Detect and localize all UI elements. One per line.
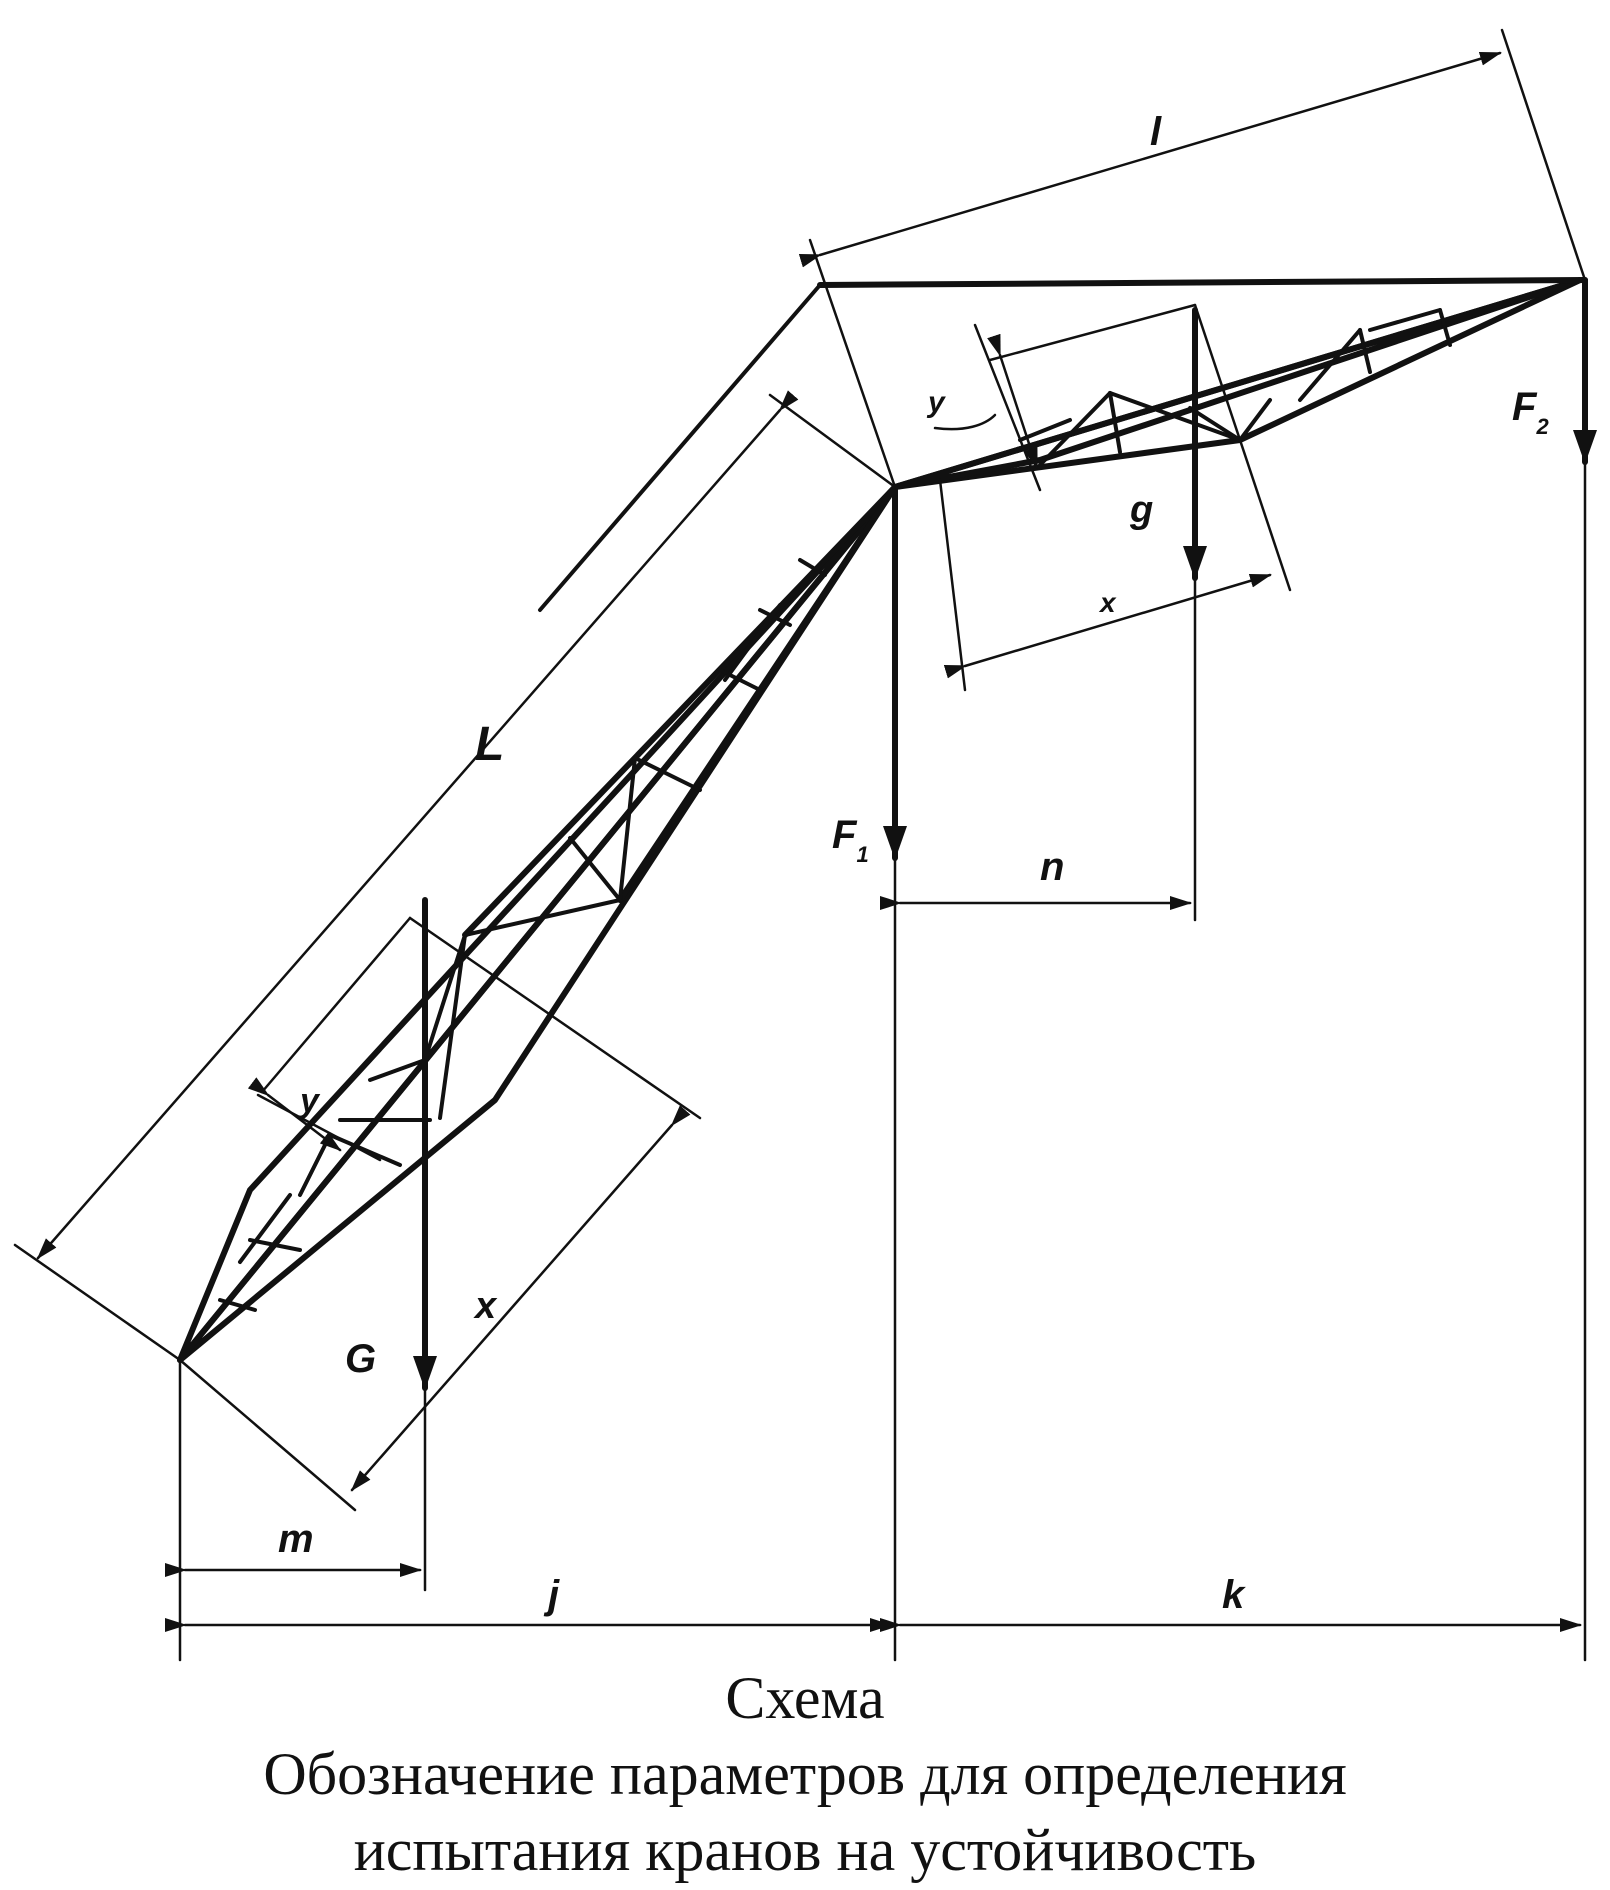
caption-title: Схема: [725, 1665, 885, 1731]
label-j: j: [543, 1573, 560, 1617]
jib: [892, 277, 1583, 490]
label-x-boom: x: [473, 1285, 498, 1327]
label-g: g: [1129, 489, 1153, 531]
label-F1-main: F: [832, 813, 858, 857]
label-k: k: [1222, 1573, 1246, 1617]
dimension-L: [13, 390, 897, 1362]
label-y-jib: y: [926, 386, 946, 419]
caption-line-2: Обозначение параметров для определения: [263, 1741, 1347, 1807]
label-G: G: [345, 1337, 376, 1381]
main-boom: [177, 484, 898, 1363]
label-x-jib: x: [1098, 587, 1117, 618]
label-y-boom: y: [298, 1082, 321, 1120]
label-m: m: [278, 1517, 314, 1561]
label-F1: F1: [832, 813, 869, 867]
bottom-dimensions: [165, 1358, 1582, 1662]
label-L: L: [475, 718, 504, 771]
label-n: n: [1040, 845, 1064, 889]
figure-caption: Схема Обозначение параметров для определ…: [0, 1660, 1610, 1888]
boom-local-dims: [178, 897, 702, 1592]
label-F1-sub: 1: [856, 842, 868, 867]
dimension-l: [798, 28, 1587, 489]
label-l: l: [1150, 110, 1162, 154]
label-F2: F2: [1512, 385, 1549, 439]
label-F2-main: F: [1512, 385, 1538, 429]
jib-local-dims: [933, 303, 1292, 922]
forces-f1-f2: [883, 277, 1597, 1662]
label-F2-sub: 2: [1535, 414, 1549, 439]
caption-line-3: испытания кранов на устойчивость: [353, 1817, 1257, 1883]
